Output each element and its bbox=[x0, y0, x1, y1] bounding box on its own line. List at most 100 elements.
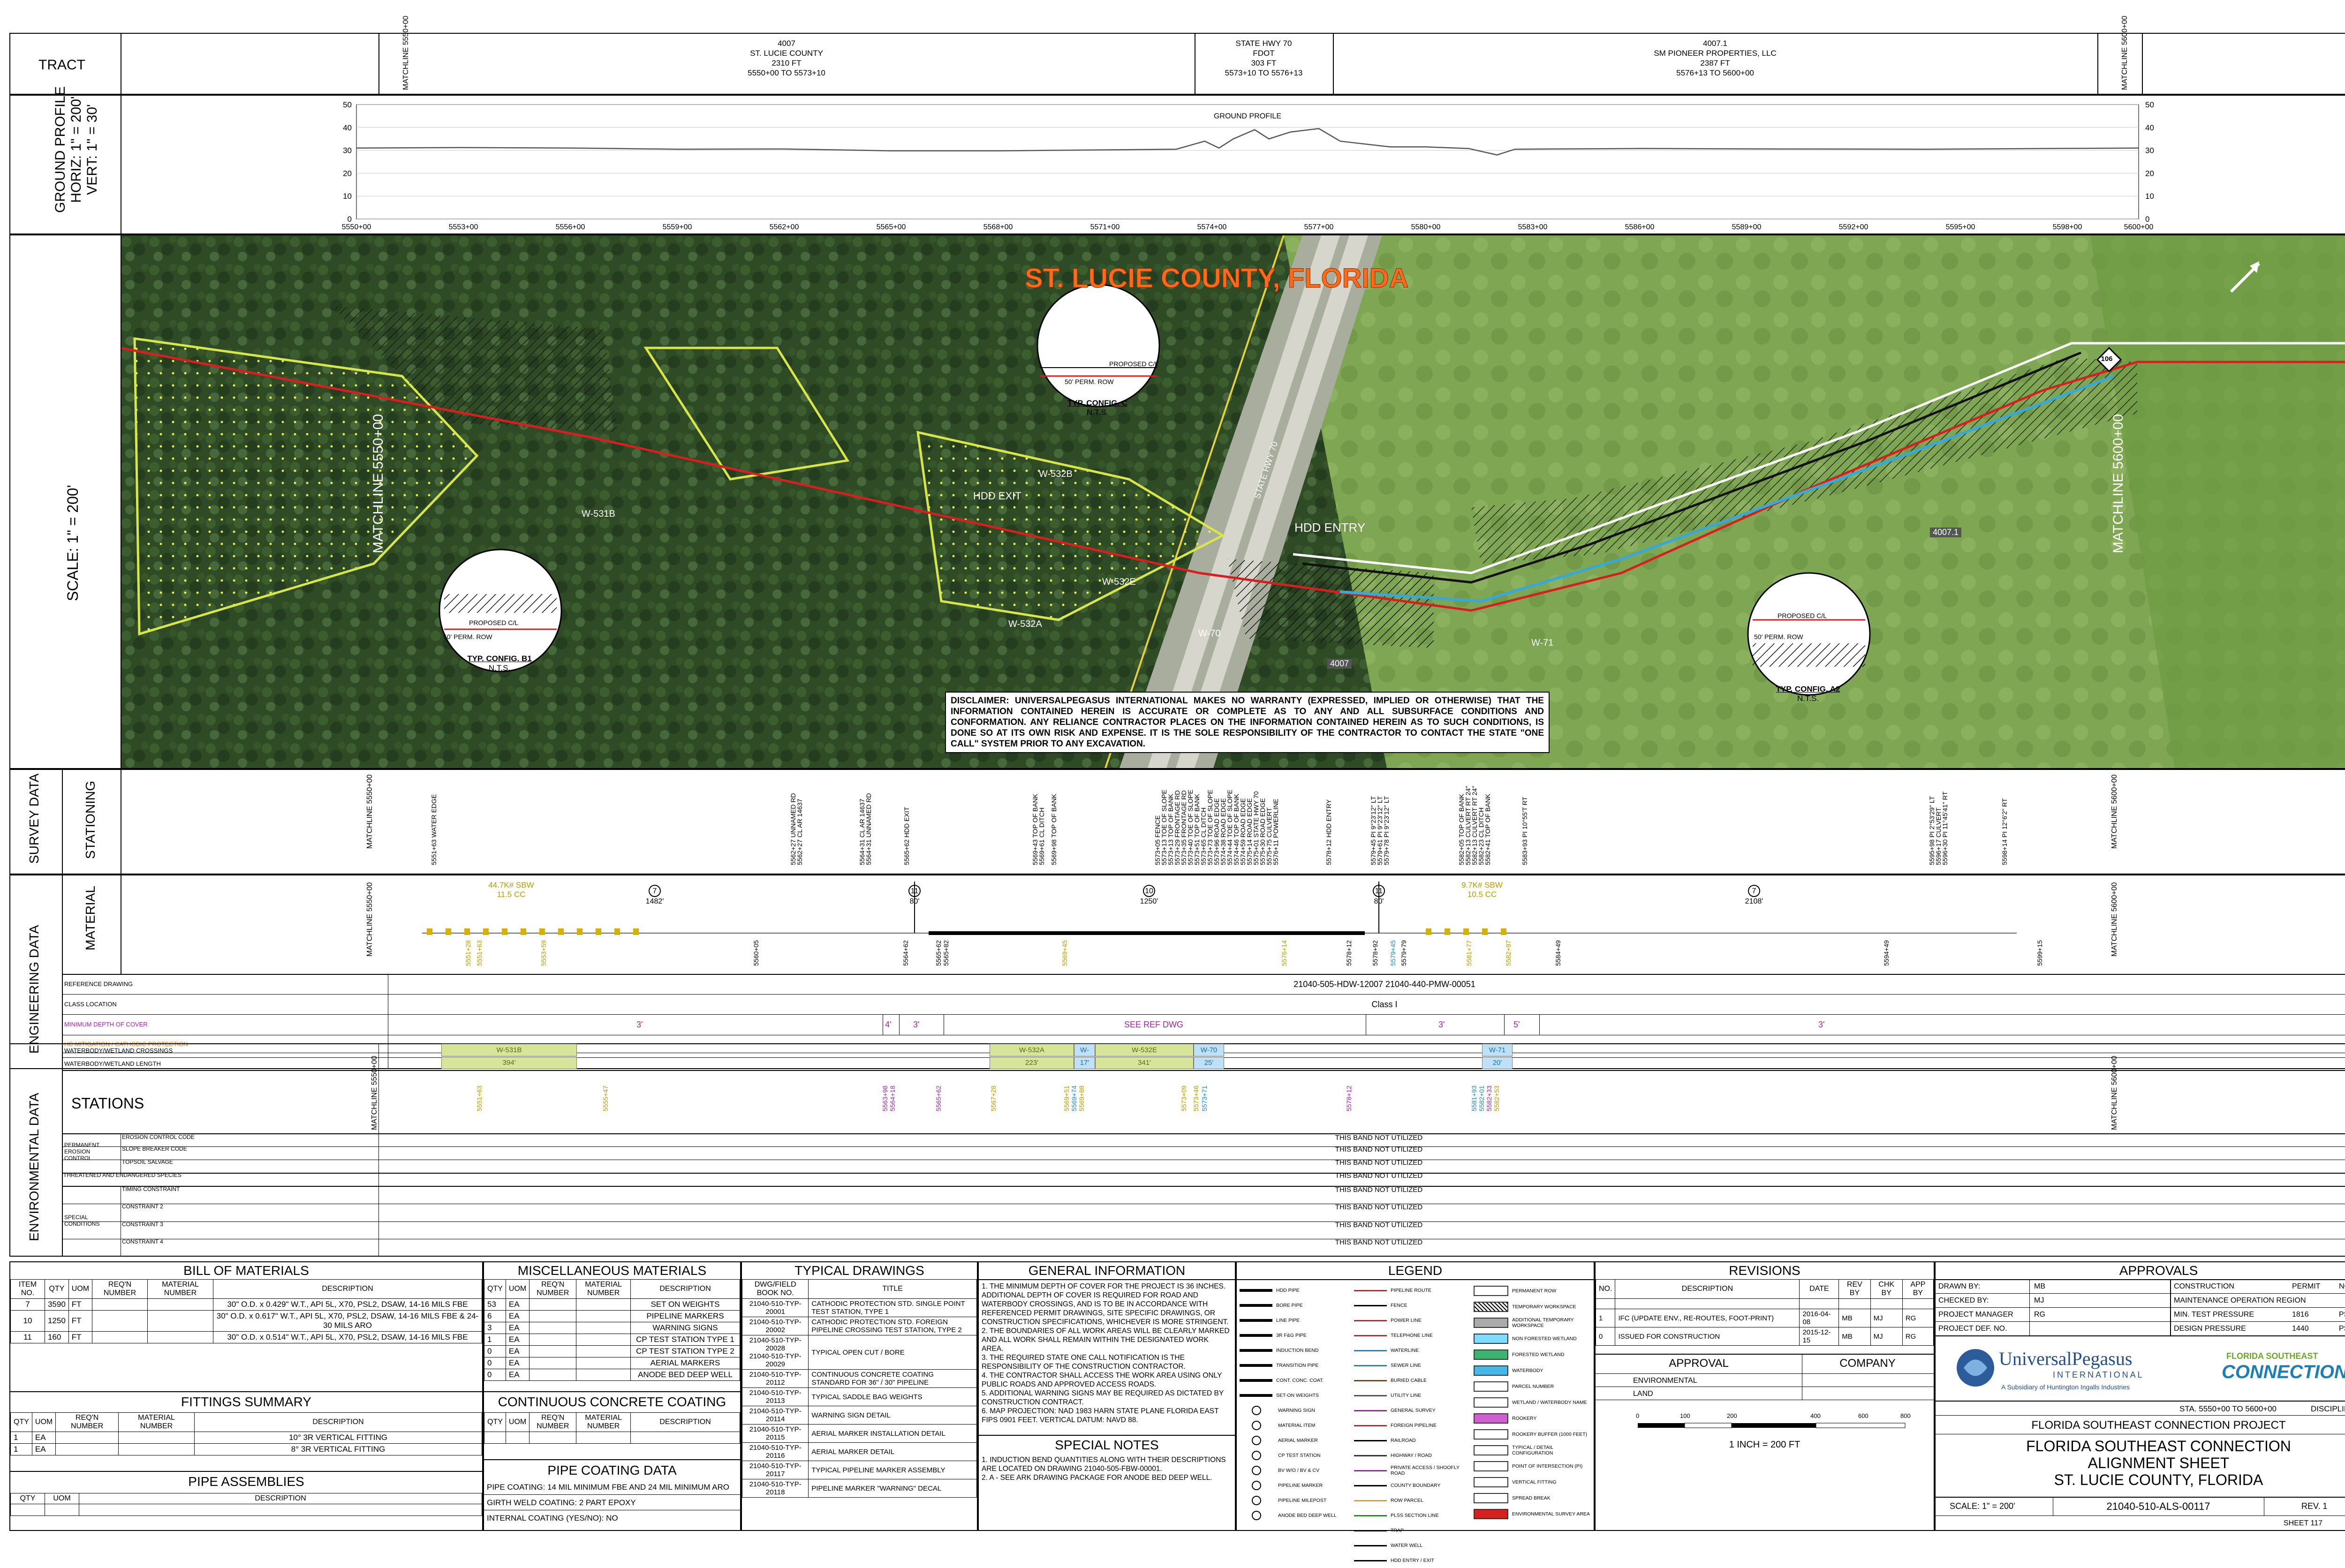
legend-item: 3R F&G PIPE bbox=[1240, 1328, 1352, 1343]
legend-symbol-icon bbox=[1354, 1515, 1387, 1516]
bom-title: BILL OF MATERIALS bbox=[183, 1263, 309, 1278]
legend-item: POINT OF INTERSECTION (PI) bbox=[1474, 1458, 1591, 1474]
def-no-label: PROJECT DEF. NO. bbox=[1938, 1325, 2007, 1333]
survey-matchline-right: MATCHLINE 5600+00 bbox=[2110, 774, 2118, 849]
route-shield-number: 106 bbox=[2101, 355, 2113, 363]
legend-label: SPREAD BREAK bbox=[1512, 1495, 1551, 1501]
design-pressure-unit: PSI bbox=[2339, 1325, 2345, 1333]
legend-label: ROW PARCEL bbox=[1391, 1498, 1423, 1503]
band-row-label: EROSION CONTROL CODE bbox=[122, 1134, 195, 1140]
legend-symbol-icon bbox=[1474, 1413, 1508, 1424]
approval-row-land: LAND bbox=[1633, 1390, 1653, 1398]
profile-y-tick: 40 bbox=[343, 123, 352, 132]
profile-x-tick: 5574+00 bbox=[1197, 223, 1227, 231]
title-line-1: FLORIDA SOUTHEAST CONNECTION bbox=[2026, 1438, 2291, 1455]
scale-tick-2: 200 bbox=[1727, 1412, 1737, 1419]
legend-item: HIGHWAY / ROAD bbox=[1354, 1448, 1471, 1463]
depth-small-1: 4' bbox=[885, 1020, 892, 1029]
survey-station-entry: 5565+62 HDD EXIT bbox=[902, 807, 910, 865]
map-matchline-left: MATCHLINE 5550+00 bbox=[371, 414, 386, 553]
material-station: 5599+15 bbox=[2035, 940, 2043, 966]
wb-length-label: WATERBODY/WETLAND LENGTH bbox=[64, 1060, 161, 1067]
legend-item: ADDITIONAL TEMPORARY WORKSPACE bbox=[1474, 1315, 1591, 1331]
legend-label: CONT. CONC. COAT. bbox=[1276, 1378, 1324, 1383]
environmental-station: 5569+88 bbox=[1077, 1086, 1085, 1111]
material-matchline-left: MATCHLINE 5550+00 bbox=[366, 882, 374, 957]
legend-item: GENERAL SURVEY bbox=[1354, 1403, 1471, 1418]
wetland-label-1: W-531B bbox=[582, 509, 615, 519]
band-row-value: THIS BAND NOT UTILIZED bbox=[1335, 1159, 1423, 1167]
legend-label: POINT OF INTERSECTION (PI) bbox=[1512, 1463, 1583, 1469]
revision-number: REV. 1 bbox=[2301, 1501, 2328, 1511]
legend-symbol-icon bbox=[1474, 1318, 1508, 1328]
legend-symbol-icon bbox=[1474, 1381, 1508, 1392]
legend-item: PERMANENT ROW bbox=[1474, 1283, 1591, 1299]
drawn-by-label: DRAWN BY: bbox=[1938, 1282, 1981, 1290]
coating-row-2: GIRTH WELD COATING: 2 PART EPOXY bbox=[487, 1498, 636, 1507]
general-panel: GENERAL INFORMATION 1. THE MINIMUM DEPTH… bbox=[978, 1261, 1236, 1531]
legend-symbol-icon bbox=[1354, 1530, 1387, 1531]
legend-label: COUNTY BOUNDARY bbox=[1391, 1483, 1441, 1488]
legend-label: PRIVATE ACCESS / SHOOFLY ROAD bbox=[1391, 1465, 1460, 1476]
profile-x-tick: 5562+00 bbox=[770, 223, 799, 231]
profile-y-tick: 10 bbox=[2145, 192, 2154, 201]
legend-label: FOREIGN PIPELINE bbox=[1391, 1423, 1437, 1428]
legend-item: PRIVATE ACCESS / SHOOFLY ROAD bbox=[1354, 1463, 1471, 1478]
crossing-name-cell: W-532A bbox=[990, 1044, 1074, 1056]
band-row-value: THIS BAND NOT UTILIZED bbox=[1335, 1203, 1423, 1211]
legend-symbol-icon bbox=[1252, 1481, 1261, 1490]
band-row-value: THIS BAND NOT UTILIZED bbox=[1335, 1134, 1423, 1142]
legend-item: WATERBODY bbox=[1474, 1363, 1591, 1379]
legend-symbol-icon bbox=[1354, 1395, 1387, 1396]
legend-symbol-icon bbox=[1354, 1440, 1387, 1441]
logo1-tag: A Subsidiary of Huntington Ingalls Indus… bbox=[2001, 1383, 2130, 1391]
environmental-station: 5578+12 bbox=[1345, 1086, 1353, 1111]
survey-station-entry: 5583+93 PI 10°55'T RT bbox=[1520, 797, 1528, 865]
crossing-name-cell: W-531B bbox=[441, 1044, 577, 1056]
legend-item: TEMPORARY WORKSPACE bbox=[1474, 1299, 1591, 1315]
legend-symbol-icon bbox=[1240, 1379, 1272, 1382]
legend-symbol-icon bbox=[1474, 1477, 1508, 1487]
material-station: 5581+77 bbox=[1465, 940, 1473, 966]
legend-item: ROW PARCEL bbox=[1354, 1493, 1471, 1508]
drawn-by-value: MB bbox=[2034, 1282, 2045, 1290]
legend-label: PLSS SECTION LINE bbox=[1391, 1513, 1439, 1518]
checked-by-label: CHECKED BY: bbox=[1938, 1297, 1989, 1304]
config-c-cl: PROPOSED C/L bbox=[1109, 360, 1159, 368]
environmental-station: 5573+46 bbox=[1192, 1086, 1200, 1111]
aerial-map bbox=[121, 235, 2345, 768]
profile-y-tick: 20 bbox=[343, 169, 352, 178]
logo2-top: FLORIDA SOUTHEAST bbox=[2226, 1351, 2318, 1361]
legend-symbol-icon bbox=[1354, 1500, 1387, 1501]
legend-title: LEGEND bbox=[1388, 1263, 1443, 1278]
survey-band: SURVEY DATA STATIONING bbox=[9, 769, 2345, 874]
legend-label: SEWER LINE bbox=[1391, 1363, 1421, 1368]
legend-item: ROOKERY BUFFER (1000 FEET) bbox=[1474, 1426, 1591, 1442]
profile-x-tick: 5586+00 bbox=[1625, 223, 1655, 231]
legend-symbol-icon bbox=[1354, 1560, 1387, 1561]
profile-y-tick: 20 bbox=[2145, 169, 2154, 178]
band-row-value: THIS BAND NOT UTILIZED bbox=[1335, 1238, 1423, 1246]
legend-symbol-icon bbox=[1354, 1470, 1387, 1471]
profile-title: GROUND PROFILE bbox=[1214, 112, 1281, 120]
tract-label: TRACT bbox=[38, 57, 85, 73]
material-station: 5579+79 bbox=[1400, 940, 1408, 966]
map-band: SCALE: 1" = 200' bbox=[9, 234, 2345, 769]
profile-x-tick: 5583+00 bbox=[1518, 223, 1548, 231]
legend-symbol-icon bbox=[1354, 1410, 1387, 1411]
material-station: 5553+59 bbox=[540, 940, 548, 966]
environmental-station: 5581+93 bbox=[1470, 1086, 1478, 1111]
legend-symbol-icon bbox=[1474, 1286, 1508, 1296]
legend-item: NON FORESTED WETLAND bbox=[1474, 1331, 1591, 1347]
